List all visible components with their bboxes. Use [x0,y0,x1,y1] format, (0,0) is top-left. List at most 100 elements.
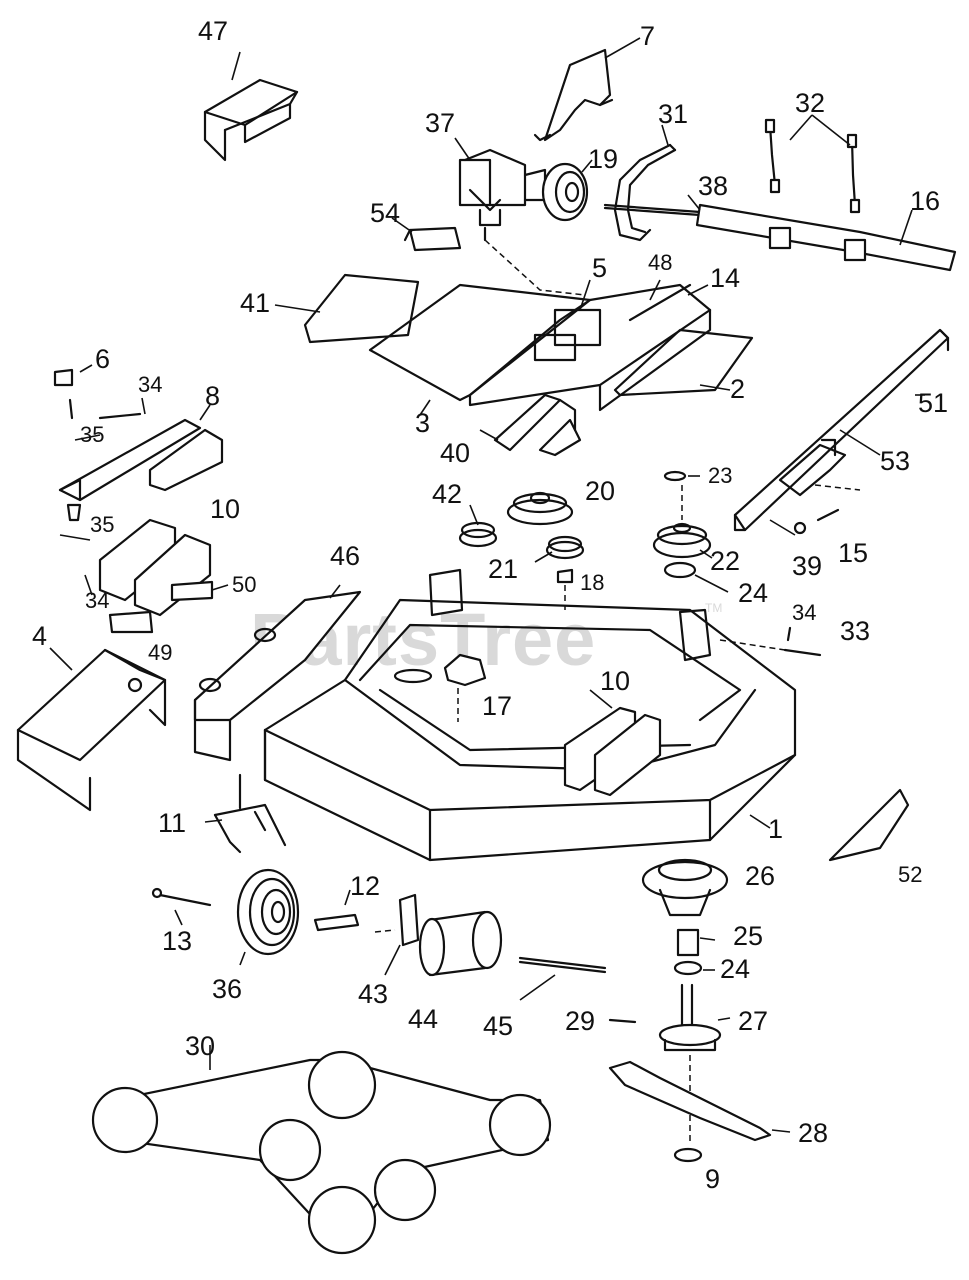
callout-24b: 24 [720,954,750,984]
part-32-cables[interactable] [764,118,861,214]
callout-7: 7 [640,21,655,51]
callout-31: 31 [658,99,688,129]
callout-46: 46 [330,541,360,571]
callout-22: 22 [710,546,740,576]
callout-36: 36 [212,974,242,1004]
callout-34a: 34 [138,372,162,397]
part-42-bearing[interactable] [458,521,498,548]
part-24-nut-lower[interactable] [673,960,703,976]
callout-18: 18 [580,570,604,595]
callout-35b: 35 [90,512,114,537]
callout-33: 33 [840,616,870,646]
part-37-gearbox[interactable] [458,148,547,242]
callout-12: 12 [350,871,380,901]
part-49-block[interactable] [108,610,154,634]
callout-44: 44 [408,1004,438,1034]
part-33-pin[interactable] [783,648,822,657]
part-13-bolt[interactable] [151,887,212,907]
callout-13: 13 [162,926,192,956]
callout-5: 5 [592,253,607,283]
callout-38: 38 [698,171,728,201]
part-47-cover[interactable] [203,78,299,162]
callout-41: 41 [240,288,270,318]
part-30-belt[interactable] [91,1050,552,1255]
callout-35a: 35 [80,422,104,447]
part-27-spindle-shaft[interactable] [658,983,722,1052]
callout-32: 32 [795,88,825,118]
watermark-tm: TM [705,601,722,615]
callout-4: 4 [32,621,47,651]
part-34-clip[interactable] [786,626,792,642]
callout-40: 40 [440,438,470,468]
callout-20: 20 [585,476,615,506]
callout-6: 6 [95,344,110,374]
part-15-bolt[interactable] [816,508,840,522]
callout-37: 37 [425,108,455,138]
part-52-guard[interactable] [828,788,910,862]
callout-52: 52 [898,862,922,887]
callout-34c: 34 [792,600,816,625]
callout-28: 28 [798,1118,828,1148]
part-44-bushing[interactable] [418,910,503,977]
callout-47: 47 [198,16,228,46]
part-6-knob[interactable] [53,368,74,387]
callout-10b: 10 [600,666,630,696]
callout-30: 30 [185,1031,215,1061]
callout-25: 25 [733,921,763,951]
part-2-plate[interactable] [613,328,754,397]
part-19-pulley[interactable] [541,162,589,222]
part-45-shaft[interactable] [518,956,607,970]
part-26-spindle-housing[interactable] [641,858,729,917]
callout-34b: 34 [85,588,109,613]
callout-26: 26 [745,861,775,891]
callout-15: 15 [838,538,868,568]
part-46-panel[interactable] [193,590,362,762]
callout-29: 29 [565,1006,595,1036]
part-20-pulley[interactable] [506,491,574,526]
callout-48: 48 [648,250,672,275]
callout-43: 43 [358,979,388,1009]
part-3-deck-cover[interactable] [368,283,712,412]
part-21-bushing[interactable] [545,535,585,560]
callout-45: 45 [483,1011,513,1041]
part-16-drive-shaft[interactable] [603,203,957,272]
part-18-key[interactable] [556,568,574,584]
part-40-bracket[interactable] [493,393,582,457]
part-29-pin[interactable] [608,1018,637,1024]
callout-27: 27 [738,1006,768,1036]
part-36-multi-pulley[interactable] [236,868,300,956]
part-31-u-bracket[interactable] [613,143,677,242]
callout-14: 14 [710,263,740,293]
part-12-key[interactable] [313,913,360,932]
callout-11: 11 [158,808,186,838]
callout-53: 53 [880,446,910,476]
callout-24a: 24 [738,578,768,608]
part-54-bracket[interactable] [403,226,462,252]
callout-3: 3 [415,408,430,438]
part-23-washer[interactable] [663,470,687,482]
part-10-spacer-pair-lower[interactable] [563,706,662,797]
part-8-arm-assembly[interactable] [58,398,224,522]
part-4-side-shield[interactable] [16,648,167,812]
part-7-belt-guard[interactable] [533,48,614,142]
part-22-pulley[interactable] [652,522,712,559]
part-41-plate[interactable] [303,273,420,344]
part-24-nut[interactable] [663,561,697,579]
callout-42: 42 [432,479,462,509]
part-10-spacer-pair[interactable] [98,518,212,617]
callout-10a: 10 [210,494,240,524]
callout-16: 16 [910,186,940,216]
callout-8: 8 [205,381,220,411]
part-25-spacer[interactable] [676,928,700,957]
part-9-washer[interactable] [673,1147,703,1163]
part-15-nut[interactable] [793,521,807,535]
part-43-plate[interactable] [398,893,420,947]
part-50-block[interactable] [170,580,214,602]
callout-17: 17 [482,691,512,721]
callout-2: 2 [730,374,745,404]
part-11-bracket[interactable] [213,773,287,854]
callout-50: 50 [232,572,256,597]
part-28-blade[interactable] [608,1060,772,1142]
part-17-bracket[interactable] [443,653,487,687]
